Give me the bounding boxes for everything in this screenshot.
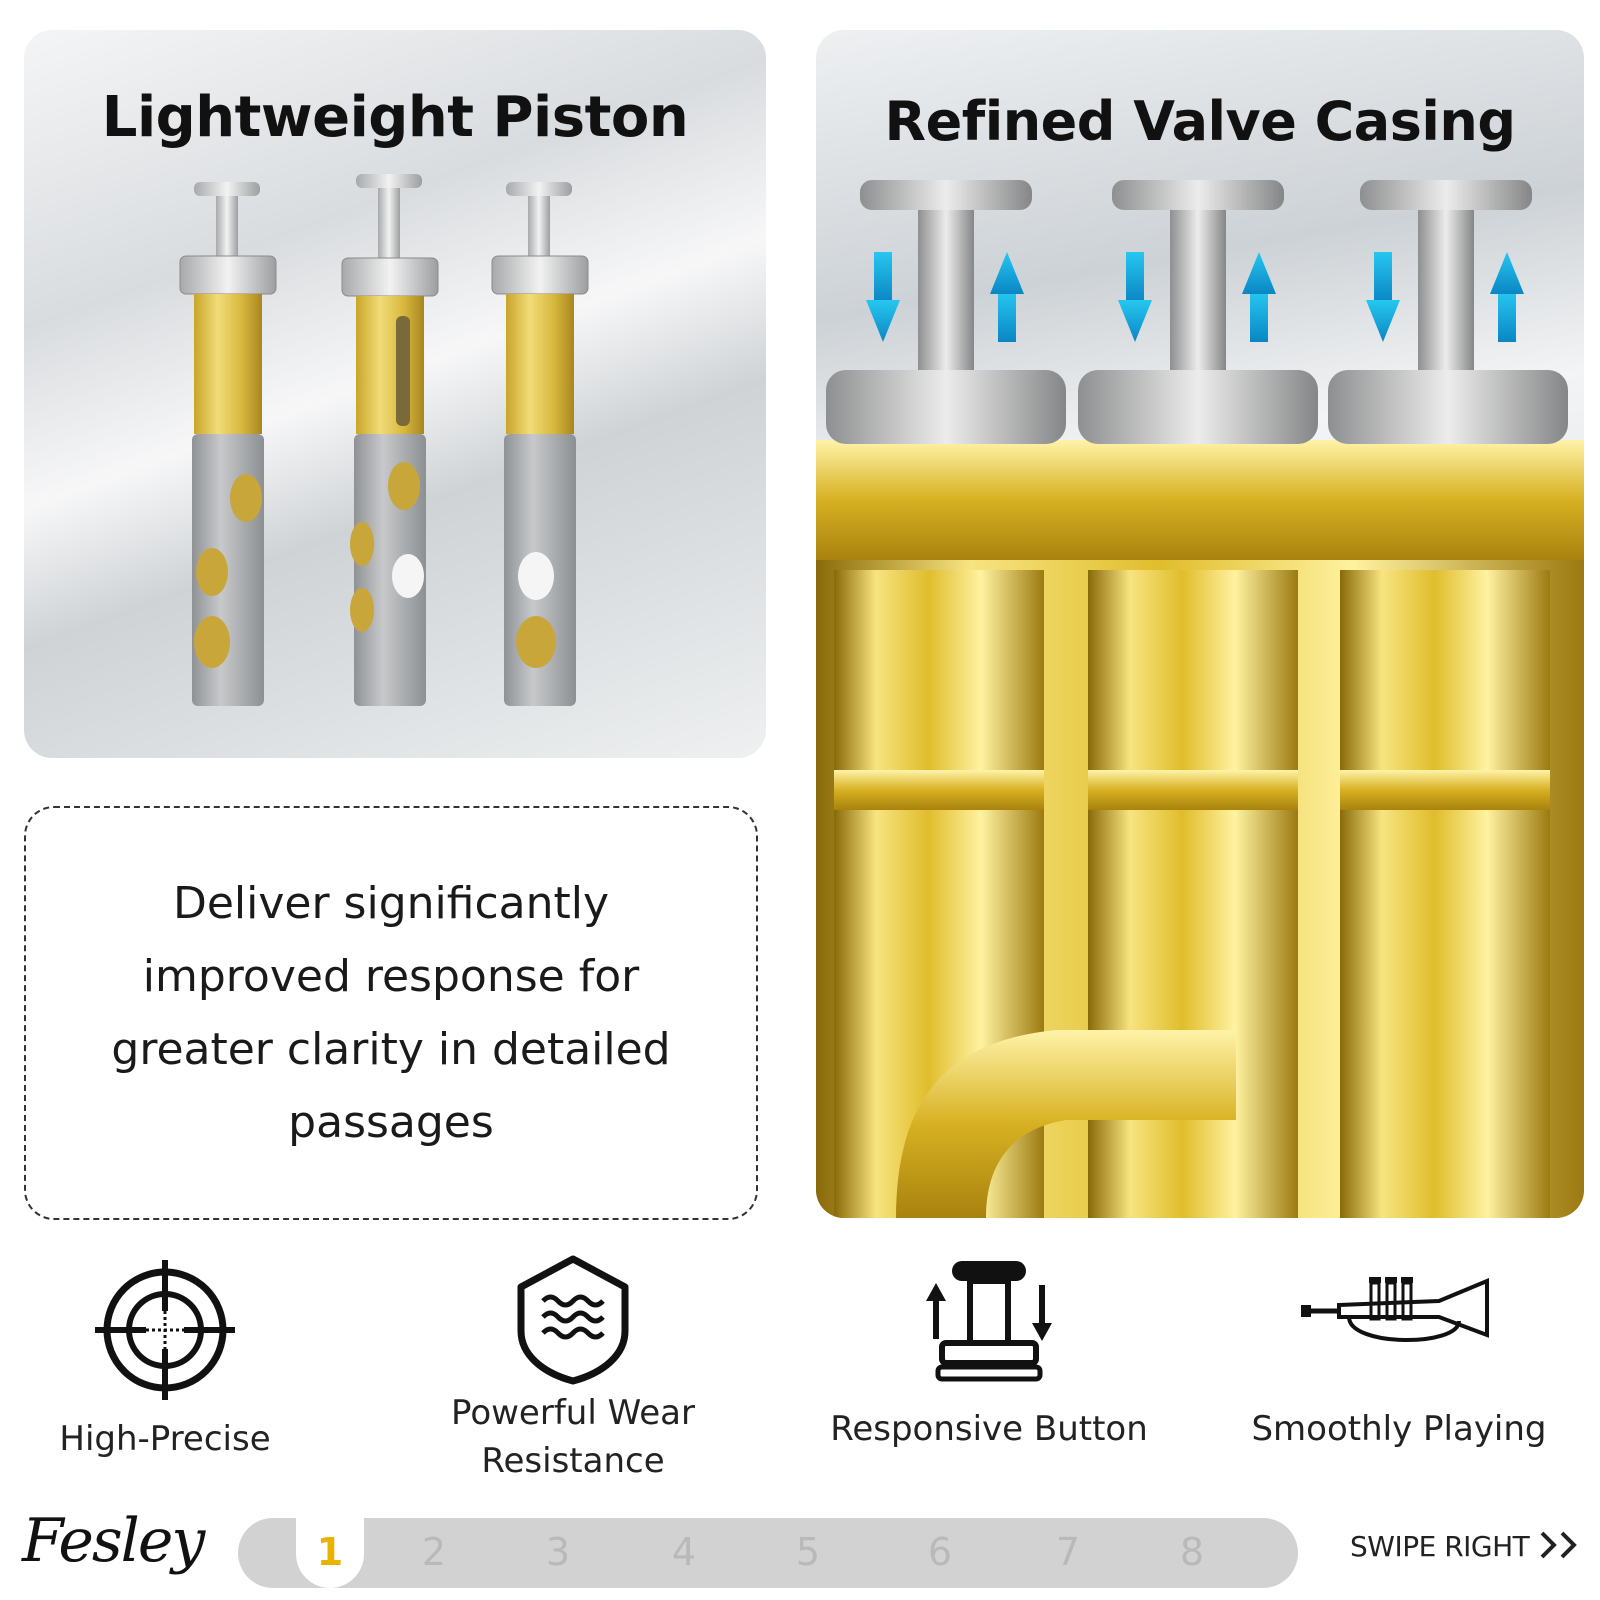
- piston-panel-title: Lightweight Piston: [101, 85, 689, 150]
- valve-3: [1328, 180, 1568, 1218]
- page-6[interactable]: 6: [927, 1530, 953, 1574]
- pagination-active-indicator: [296, 1514, 364, 1588]
- feature-smoothly-playing: Smoothly Playing: [1234, 1255, 1564, 1453]
- description-text: Deliver significantly improved response …: [111, 878, 671, 1148]
- page-4[interactable]: 4: [671, 1530, 697, 1574]
- feature-wear-resistance: Powerful Wear Resistance: [408, 1255, 738, 1485]
- valve-casing-panel-title: Refined Valve Casing: [884, 90, 1516, 153]
- pagination-bar: 1 2 3 4 5 6 7 8: [238, 1514, 1298, 1588]
- brand-logo: Fesley: [22, 1506, 205, 1576]
- piston-2: [341, 174, 439, 706]
- feature-label-wear-resistance: Powerful Wear Resistance: [451, 1393, 695, 1481]
- piston-panel: Lightweight Piston: [24, 30, 766, 758]
- page-7[interactable]: 7: [1055, 1530, 1081, 1574]
- feature-high-precise: High-Precise: [0, 1255, 330, 1463]
- feature-label-high-precise: High-Precise: [59, 1419, 271, 1459]
- feature-label-responsive-button: Responsive Button: [830, 1409, 1148, 1449]
- shield-waves-icon: [517, 1255, 629, 1385]
- piston-3: [491, 182, 589, 706]
- piston-illustration: [179, 174, 589, 706]
- arrow-pair-2: [1118, 252, 1276, 342]
- feature-label-smoothly-playing: Smoothly Playing: [1251, 1409, 1547, 1449]
- page-5[interactable]: 5: [795, 1530, 821, 1574]
- arrow-pair-1: [866, 252, 1024, 342]
- valve-button-arrows-icon: [926, 1261, 1052, 1382]
- trumpet-icon: [1301, 1277, 1489, 1342]
- valve-casing-illustration: [816, 180, 1584, 1218]
- page-1[interactable]: 1: [316, 1530, 344, 1574]
- double-chevron-right-icon: [1540, 1531, 1577, 1559]
- page-3[interactable]: 3: [545, 1530, 571, 1574]
- arrow-pair-3: [1366, 252, 1524, 342]
- valve-casing-panel: Refined Valve Casing: [816, 30, 1584, 1218]
- page-8[interactable]: 8: [1179, 1530, 1205, 1574]
- piston-1: [179, 182, 277, 706]
- page-2[interactable]: 2: [421, 1530, 447, 1574]
- feature-responsive-button: Responsive Button: [824, 1255, 1154, 1453]
- crosshair-target-icon: [95, 1260, 235, 1400]
- description-box: Deliver significantly improved response …: [24, 806, 758, 1220]
- swipe-right-label: SWIPE RIGHT: [1350, 1530, 1530, 1563]
